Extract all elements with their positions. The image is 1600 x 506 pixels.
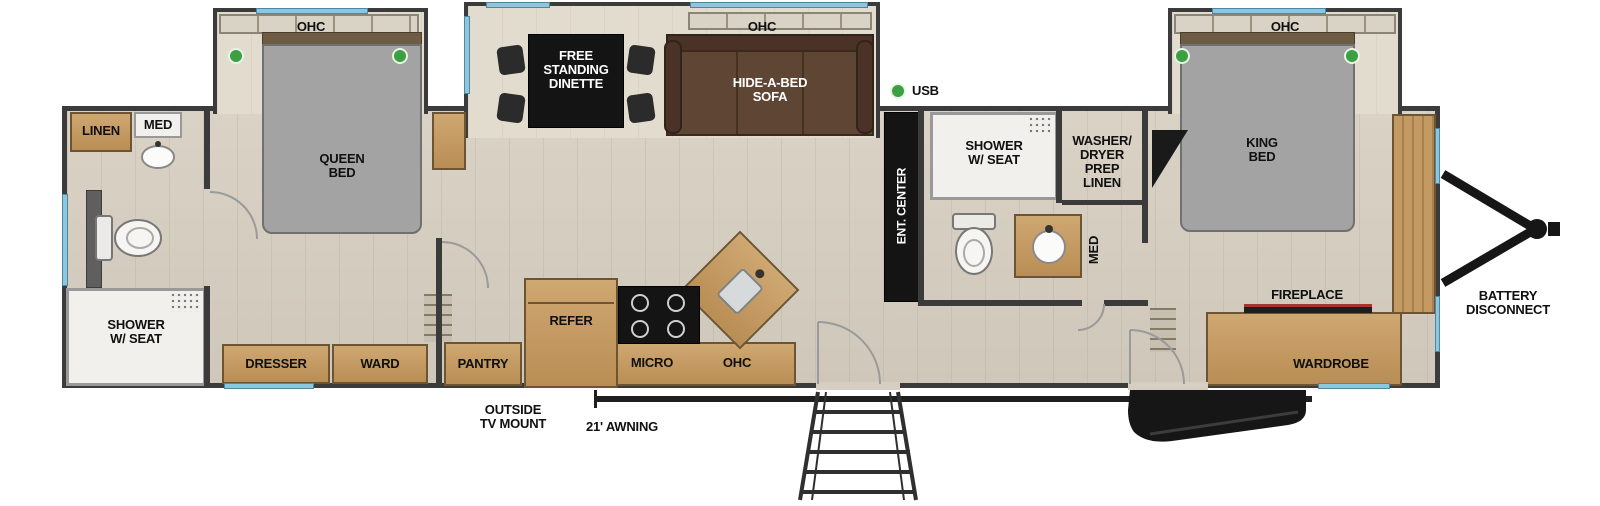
sofa-cushion-seam-1 (736, 52, 738, 134)
fireplace (1244, 304, 1372, 313)
label-ohc-king: OHC (1270, 18, 1300, 34)
label-wardrobe: WARDROBE (1293, 355, 1369, 371)
label-usb: USB (912, 82, 939, 98)
king-bedroom-steps (1150, 308, 1176, 352)
usb-dot-queen-right (394, 50, 406, 62)
linen-cabinet (70, 112, 132, 152)
dresser-cabinet (222, 344, 330, 384)
label-micro: MICRO (630, 354, 674, 370)
window-bedroom-bottom (224, 383, 314, 389)
sofa-overhead-cabinet (688, 12, 872, 30)
main-entry-door-gap (816, 382, 900, 390)
window-front-wall-bottom (1435, 296, 1440, 352)
king-bed (1180, 44, 1355, 232)
wall-bath-bottom-a (918, 300, 1082, 306)
label-queen-bed: QUEEN BED (319, 150, 365, 180)
window-slide-left (464, 16, 470, 94)
label-ward: WARD (360, 355, 400, 371)
label-ohc-kitchen: OHC (722, 354, 752, 370)
label-med-mid: MED (1085, 235, 1101, 265)
medicine-cabinet-rear (134, 112, 182, 138)
awning-bar (594, 396, 1312, 402)
label-mid-shower: SHOWER W/ SEAT (965, 137, 1023, 167)
label-rear-shower: SHOWER W/ SEAT (107, 316, 165, 346)
wall-washer-closet (1062, 200, 1146, 205)
label-dresser: DRESSER (245, 355, 307, 371)
label-battery-disconnect: BATTERY DISCONNECT (1466, 287, 1550, 317)
front-entry-door-gap (1128, 382, 1208, 390)
label-awning: 21' AWNING (585, 418, 659, 434)
bedroom-closet-stub (432, 112, 466, 170)
wall-bath-king (1142, 111, 1148, 243)
bath-vanity (1014, 214, 1082, 278)
wall-rear-bath-bottom (204, 286, 210, 388)
window-front-bottom (1318, 383, 1390, 389)
sofa-arm-left (664, 40, 682, 134)
entry-stairs (798, 391, 918, 501)
wall-rear-bath-top (204, 111, 210, 189)
wall-bath-bottom-b (1104, 300, 1148, 306)
wardrobe-cabinet-front (1206, 312, 1402, 386)
label-fireplace: FIREPLACE (1271, 286, 1343, 302)
label-pantry: PANTRY (457, 355, 509, 371)
usb-dot-king-right (1346, 50, 1358, 62)
label-ent-center: ENT. CENTER (894, 167, 909, 245)
wall-shower-divider (1056, 111, 1062, 203)
front-closet (1392, 114, 1436, 314)
window-front-wall-top (1435, 128, 1440, 184)
pantry-cabinet (444, 342, 522, 386)
dinette-table (528, 34, 624, 128)
stove-cooktop (618, 286, 700, 344)
label-hide-a-bed-sofa: HIDE-A-BED SOFA (732, 74, 808, 104)
label-linen: LINEN (81, 122, 121, 138)
window-sofa (690, 2, 868, 8)
window-rear-wall (62, 194, 68, 286)
label-ohc-queen: OHC (296, 18, 326, 34)
label-free-standing-dinette: FREE STANDING DINETTE (543, 47, 609, 92)
hitch-icon (1440, 170, 1560, 287)
awning-end-tick (594, 390, 597, 408)
label-refer: REFER (549, 312, 593, 328)
label-med-rear: MED (143, 116, 173, 132)
rear-shower-seat (170, 292, 200, 312)
usb-legend-dot (892, 85, 904, 97)
sofa-arm-right (856, 40, 874, 134)
label-washer-dryer: WASHER/ DRYER PREP LINEN (1072, 132, 1132, 191)
window-king-slide (1212, 8, 1326, 14)
kitchen-counter (616, 342, 796, 386)
window-dinette (486, 2, 550, 8)
refrigerator (524, 278, 618, 388)
mid-shower-seat (1028, 116, 1052, 134)
rear-bath-counter (86, 190, 102, 288)
usb-dot-king-left (1176, 50, 1188, 62)
wardrobe-cabinet-rear (332, 344, 428, 384)
wall-ent-center (918, 111, 924, 306)
queen-bed (262, 44, 422, 234)
label-outside-tv-mount: OUTSIDE TV MOUNT (479, 401, 547, 431)
label-king-bed: KING BED (1246, 134, 1278, 164)
kitchen-faucet (753, 267, 767, 281)
window-queen-slide (256, 8, 368, 14)
label-ohc-sofa: OHC (747, 18, 777, 34)
sofa-cushion-seam-2 (802, 52, 804, 134)
wall-bedroom (436, 238, 442, 388)
usb-dot-queen-left (230, 50, 242, 62)
refrigerator-door-line (528, 302, 614, 304)
